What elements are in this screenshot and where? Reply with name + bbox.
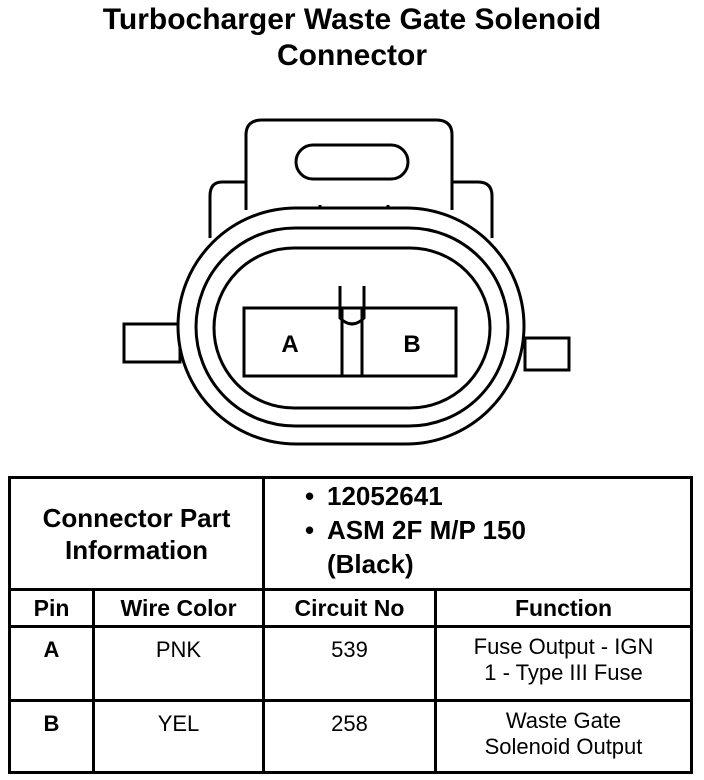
row-function: Fuse Output - IGN 1 - Type III Fuse bbox=[434, 625, 693, 702]
table-row: B YEL 258 Waste Gate Solenoid Output bbox=[8, 699, 693, 774]
part-number: 12052641 bbox=[327, 481, 443, 511]
connector-inner-ring bbox=[212, 246, 492, 410]
row-function-line1: Fuse Output - IGN bbox=[473, 634, 654, 659]
row-circuit-no: 258 bbox=[262, 699, 437, 774]
connector-illustration: A B bbox=[122, 118, 571, 446]
connector-outer-ring bbox=[176, 206, 526, 446]
row-pin: B bbox=[8, 699, 95, 774]
connector-shoulder-right bbox=[452, 180, 494, 238]
latch-slot bbox=[294, 143, 410, 181]
asm-number: ASM 2F M/P 150 bbox=[327, 515, 526, 545]
bullet: • bbox=[305, 481, 315, 511]
pin-label-b: B bbox=[403, 331, 420, 358]
part-info-label-line2: Information bbox=[65, 534, 208, 565]
connector-tab-left bbox=[122, 322, 182, 364]
connector-info-table: Connector Part Information •12052641 •AS… bbox=[8, 476, 693, 774]
table-row: A PNK 539 Fuse Output - IGN 1 - Type III… bbox=[8, 625, 693, 702]
col-header-pin: Pin bbox=[8, 588, 95, 628]
connector-latch bbox=[244, 118, 454, 210]
row-pin: A bbox=[8, 625, 95, 702]
row-wire-color: PNK bbox=[92, 625, 265, 702]
diagram-title-line2: Connector bbox=[277, 39, 427, 72]
part-info-label-line1: Connector Part bbox=[42, 502, 231, 533]
col-header-circuit-no: Circuit No bbox=[262, 588, 437, 628]
row-function-line2: 1 - Type III Fuse bbox=[484, 660, 643, 685]
part-info-values-cell: • 12052641 • ASM 2F M/P 150 (Black) bbox=[262, 476, 693, 591]
part-info-label-cell: Connector Part Information bbox=[8, 476, 265, 591]
col-header-wire-color: Wire Color bbox=[92, 588, 265, 628]
connector-tab-right bbox=[523, 336, 571, 372]
diagram-title-line1: Turbocharger Waste Gate Solenoid bbox=[102, 3, 602, 36]
row-wire-color: YEL bbox=[92, 699, 265, 774]
center-key bbox=[338, 286, 366, 326]
connector-color: (Black) bbox=[327, 549, 414, 579]
connector-shoulder-left bbox=[208, 180, 246, 238]
row-function-line1: Waste Gate bbox=[505, 708, 622, 733]
row-function-line2: Solenoid Output bbox=[484, 734, 643, 759]
pin-label-a: A bbox=[281, 331, 298, 358]
col-header-function: Function bbox=[434, 588, 693, 628]
connector-middle-ring bbox=[194, 226, 510, 428]
bullet: • bbox=[305, 515, 315, 545]
pin-cavity-outline bbox=[242, 306, 458, 378]
row-circuit-no: 539 bbox=[262, 625, 437, 702]
row-function: Waste Gate Solenoid Output bbox=[434, 699, 693, 774]
